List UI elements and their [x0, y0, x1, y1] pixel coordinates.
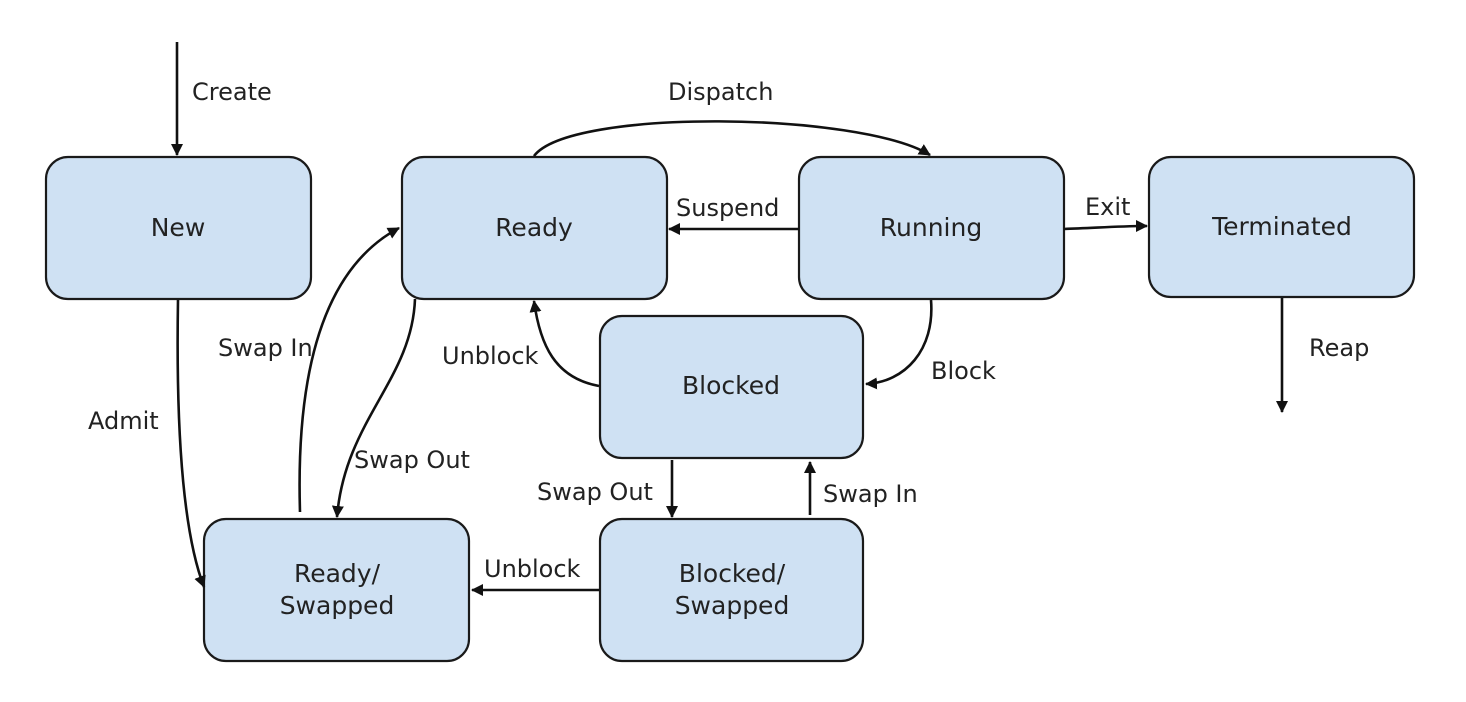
- label-admit: Admit: [88, 407, 159, 435]
- state-new-box: [44, 155, 313, 301]
- label-swap-in-blocked: Swap In: [823, 480, 918, 508]
- edge-exit: [1063, 220, 1148, 233]
- state-running-label: Running: [880, 213, 982, 242]
- state-blocked-swapped-box: [598, 517, 865, 663]
- state-ready-swapped-label-line2: Swapped: [280, 591, 395, 620]
- edge-swap-out-ready: [331, 298, 417, 518]
- state-blocked-swapped: Blocked/ Swapped: [598, 517, 865, 663]
- state-blocked-box: [598, 314, 865, 460]
- state-ready-swapped-label-line1: Ready/: [294, 559, 381, 588]
- label-unblock-ready: Unblock: [442, 342, 539, 370]
- state-ready-swapped-box: [202, 517, 471, 663]
- edge-swap-in-ready: [298, 226, 400, 513]
- label-swap-out-ready: Swap Out: [354, 446, 470, 474]
- state-terminated: Terminated: [1147, 155, 1416, 299]
- state-running: Running: [797, 155, 1066, 301]
- label-suspend: Suspend: [676, 194, 779, 222]
- state-blocked: Blocked: [598, 314, 865, 460]
- edge-unblock-ready: [529, 300, 600, 388]
- label-block: Block: [931, 357, 996, 385]
- edge-block: [865, 299, 933, 390]
- state-ready-swapped: Ready/ Swapped: [202, 517, 471, 663]
- label-swap-in-ready: Swap In: [218, 334, 313, 362]
- edge-admit: [176, 299, 206, 588]
- edge-dispatch: [532, 120, 931, 157]
- state-ready-box: [400, 155, 669, 301]
- label-unblock-swapped: Unblock: [484, 555, 581, 583]
- label-dispatch: Dispatch: [668, 78, 773, 106]
- state-new: New: [44, 155, 313, 301]
- state-blocked-swapped-label-line1: Blocked/: [679, 559, 786, 588]
- label-create: Create: [192, 78, 272, 106]
- state-terminated-box: [1147, 155, 1416, 299]
- state-blocked-label: Blocked: [682, 371, 780, 400]
- label-exit: Exit: [1085, 193, 1130, 221]
- state-new-label: New: [151, 213, 206, 242]
- state-ready: Ready: [400, 155, 669, 301]
- state-ready-label: Ready: [495, 213, 573, 242]
- state-blocked-swapped-label-line2: Swapped: [675, 591, 790, 620]
- label-reap: Reap: [1309, 334, 1369, 362]
- state-terminated-label: Terminated: [1211, 212, 1352, 241]
- label-swap-out-blocked: Swap Out: [537, 478, 653, 506]
